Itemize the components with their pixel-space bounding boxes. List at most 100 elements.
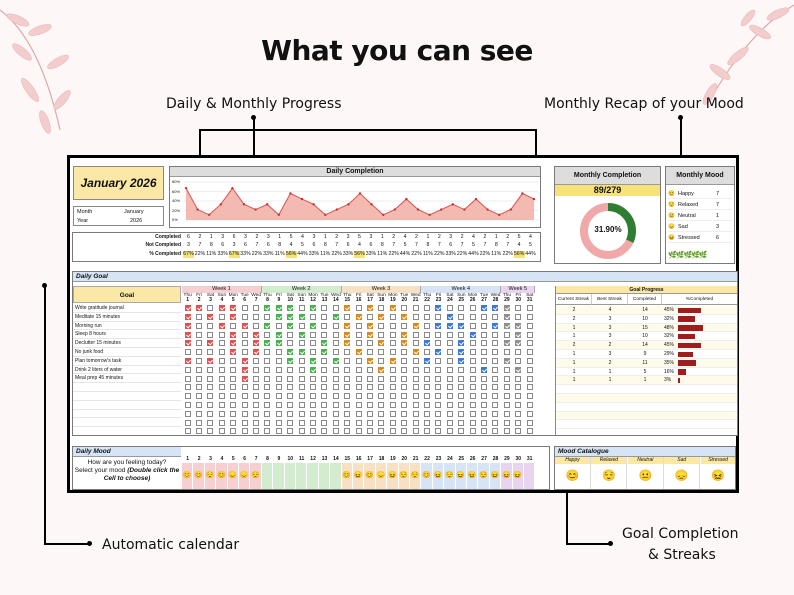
habit-checkbox[interactable] (344, 340, 351, 347)
habit-checkbox[interactable] (458, 314, 465, 320)
habit-checkbox[interactable] (344, 358, 351, 364)
habit-checkbox[interactable] (446, 340, 453, 347)
habit-checkbox[interactable] (423, 322, 430, 329)
habit-checkbox[interactable] (412, 402, 419, 408)
habit-checkbox[interactable] (184, 419, 191, 426)
habit-checkbox[interactable] (401, 375, 408, 382)
habit-checkbox[interactable] (458, 402, 465, 408)
habit-checkbox[interactable] (503, 410, 510, 417)
habit-checkbox[interactable] (503, 393, 510, 400)
habit-checkbox[interactable] (412, 428, 419, 435)
habit-checkbox[interactable] (526, 384, 533, 391)
habit-checkbox[interactable] (309, 314, 316, 320)
habit-checkbox[interactable] (389, 305, 396, 312)
habit-checkbox[interactable] (207, 314, 214, 320)
habit-checkbox[interactable] (355, 305, 362, 312)
habit-checkbox[interactable] (275, 314, 282, 320)
habit-checkbox[interactable] (264, 375, 271, 382)
habit-checkbox[interactable] (332, 331, 339, 338)
habit-checkbox[interactable] (184, 375, 191, 382)
habit-checkbox[interactable] (344, 366, 351, 373)
habit-checkbox[interactable] (389, 428, 396, 435)
habit-checkbox[interactable] (492, 428, 499, 435)
habit-checkbox[interactable] (230, 375, 237, 382)
habit-checkbox[interactable] (195, 402, 202, 408)
habit-checkbox[interactable] (252, 358, 259, 364)
habit-checkbox[interactable] (389, 314, 396, 320)
mood-day-cell[interactable] (273, 463, 285, 489)
habit-checkbox[interactable] (184, 384, 191, 391)
habit-checkbox[interactable] (207, 410, 214, 417)
habit-checkbox[interactable] (435, 428, 442, 435)
habit-checkbox[interactable] (309, 340, 316, 347)
habit-checkbox[interactable] (515, 305, 522, 312)
habit-checkbox[interactable] (412, 314, 419, 320)
habit-checkbox[interactable] (378, 305, 385, 312)
mood-day-cell[interactable]: 😞 (227, 463, 239, 489)
habit-checkbox[interactable] (344, 419, 351, 426)
month-select[interactable]: January (124, 209, 144, 215)
habit-checkbox[interactable] (184, 393, 191, 400)
habit-checkbox[interactable] (309, 375, 316, 382)
habit-checkbox[interactable] (230, 393, 237, 400)
habit-checkbox[interactable] (321, 375, 328, 382)
habit-checkbox[interactable] (458, 366, 465, 373)
habit-checkbox[interactable] (321, 410, 328, 417)
habit-checkbox[interactable] (469, 375, 476, 382)
habit-checkbox[interactable] (458, 331, 465, 338)
habit-checkbox[interactable] (480, 340, 487, 347)
habit-checkbox[interactable] (332, 410, 339, 417)
habit-checkbox[interactable] (526, 331, 533, 338)
habit-checkbox[interactable] (241, 393, 248, 400)
habit-checkbox[interactable] (435, 358, 442, 364)
habit-checkbox[interactable] (412, 349, 419, 356)
habit-checkbox[interactable] (184, 358, 191, 364)
habit-checkbox[interactable] (252, 331, 259, 338)
habit-checkbox[interactable] (287, 366, 294, 373)
habit-checkbox[interactable] (446, 314, 453, 320)
habit-checkbox[interactable] (503, 349, 510, 356)
mood-day-cell[interactable]: 😊 (182, 463, 194, 489)
habit-checkbox[interactable] (344, 393, 351, 400)
habit-checkbox[interactable] (195, 366, 202, 373)
habit-checkbox[interactable] (321, 340, 328, 347)
habit-checkbox[interactable] (218, 366, 225, 373)
habit-checkbox[interactable] (515, 375, 522, 382)
habit-checkbox[interactable] (378, 419, 385, 426)
habit-checkbox[interactable] (515, 358, 522, 364)
habit-checkbox[interactable] (207, 366, 214, 373)
habit-checkbox[interactable] (275, 358, 282, 364)
habit-checkbox[interactable] (401, 419, 408, 426)
habit-checkbox[interactable] (321, 305, 328, 312)
habit-checkbox[interactable] (366, 428, 373, 435)
habit-checkbox[interactable] (492, 410, 499, 417)
habit-checkbox[interactable] (503, 428, 510, 435)
habit-checkbox[interactable] (230, 402, 237, 408)
habit-checkbox[interactable] (378, 358, 385, 364)
habit-checkbox[interactable] (195, 419, 202, 426)
habit-checkbox[interactable] (230, 428, 237, 435)
habit-checkbox[interactable] (184, 366, 191, 373)
habit-checkbox[interactable] (492, 384, 499, 391)
mood-day-cell[interactable] (261, 463, 274, 489)
habit-checkbox[interactable] (435, 331, 442, 338)
habit-checkbox[interactable] (252, 384, 259, 391)
habit-checkbox[interactable] (526, 349, 533, 356)
habit-checkbox[interactable] (309, 331, 316, 338)
habit-checkbox[interactable] (515, 366, 522, 373)
mood-day-cell[interactable]: 😊 (193, 463, 205, 489)
habit-checkbox[interactable] (503, 305, 510, 312)
habit-checkbox[interactable] (309, 366, 316, 373)
habit-checkbox[interactable] (195, 322, 202, 329)
habit-checkbox[interactable] (218, 340, 225, 347)
habit-checkbox[interactable] (458, 410, 465, 417)
habit-checkbox[interactable] (332, 322, 339, 329)
habit-checkbox[interactable] (218, 349, 225, 356)
habit-checkbox[interactable] (401, 384, 408, 391)
mood-day-cell[interactable] (524, 463, 536, 489)
habit-checkbox[interactable] (332, 384, 339, 391)
habit-checkbox[interactable] (275, 305, 282, 312)
mood-day-cell[interactable]: 😖 (512, 463, 524, 489)
habit-checkbox[interactable] (366, 314, 373, 320)
habit-checkbox[interactable] (309, 305, 316, 312)
